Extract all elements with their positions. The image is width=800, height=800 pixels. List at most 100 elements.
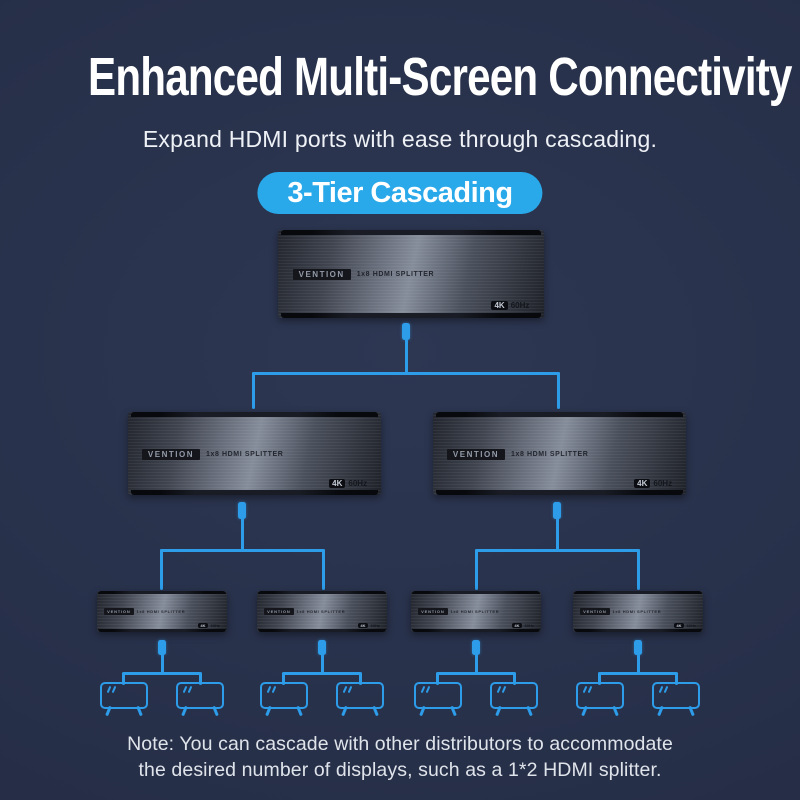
footnote: Note: You can cascade with other distrib… (0, 731, 800, 783)
device-bottom-edge (412, 629, 540, 632)
cable-line (405, 339, 408, 373)
cable-line (599, 672, 677, 675)
spec-badge: 4K 60Hz (491, 301, 530, 311)
screen-shine-icon (106, 686, 120, 695)
screen-shine-icon (658, 686, 672, 695)
cable-line (322, 549, 325, 590)
device-label-row: VENTION 1x8 HDMI SPLITTER (446, 448, 589, 460)
spec-badge: 4K 60Hz (329, 478, 368, 488)
monitor-icon (260, 682, 308, 717)
device-top-edge (412, 591, 540, 594)
spec-4k-label: 4K (674, 623, 684, 629)
device-label-row: VENTION 1x8 HDMI SPLITTER (418, 608, 500, 616)
monitor-leg (688, 705, 695, 717)
spec-hz-label: 60Hz (510, 301, 530, 311)
cable-line (557, 372, 560, 409)
hdmi-plug-icon (553, 502, 561, 519)
cable-line (359, 672, 362, 685)
hdmi-splitter-tier3-4: VENTION 1x8 HDMI SPLITTER 4K 60Hz (573, 591, 703, 632)
cable-line (252, 372, 255, 409)
cable-line (199, 672, 202, 685)
monitor-leg (105, 705, 112, 717)
device-bottom-edge (98, 629, 226, 632)
device-bottom-edge (130, 490, 379, 495)
device-label-row: VENTION 1x8 HDMI SPLITTER (264, 608, 346, 616)
model-label: 1x8 HDMI SPLITTER (612, 609, 662, 615)
monitor-icon (490, 682, 538, 717)
model-label: 1x8 HDMI SPLITTER (136, 609, 186, 615)
cable-line (637, 654, 640, 674)
monitor-leg (581, 705, 588, 717)
cable-line (475, 654, 478, 674)
monitor-leg (212, 705, 219, 717)
monitor-icon (100, 682, 148, 717)
monitor-leg (341, 705, 348, 717)
hdmi-splitter-tier3-2: VENTION 1x8 HDMI SPLITTER 4K 60Hz (257, 591, 387, 632)
monitor-leg (181, 705, 188, 717)
monitor-leg (136, 705, 143, 717)
monitor-icon (414, 682, 462, 717)
monitor-leg (526, 705, 533, 717)
device-top-edge (98, 591, 226, 594)
model-label: 1x8 HDMI SPLITTER (205, 450, 284, 458)
spec-4k-label: 4K (634, 478, 651, 488)
hdmi-splitter-tier3-3: VENTION 1x8 HDMI SPLITTER 4K 60Hz (411, 591, 541, 632)
hdmi-plug-icon (402, 323, 410, 340)
hdmi-plug-icon (238, 502, 246, 519)
cable-line (475, 549, 640, 552)
screen-shine-icon (496, 686, 510, 695)
monitor-icon (336, 682, 384, 717)
hdmi-splitter-tier1: VENTION 1x8 HDMI SPLITTER 4K 60Hz (278, 230, 544, 318)
hdmi-plug-icon (472, 640, 480, 655)
monitor-icon (176, 682, 224, 717)
page-subtitle: Expand HDMI ports with ease through casc… (142, 126, 658, 152)
device-bottom-edge (574, 629, 702, 632)
brand-logo: VENTION (264, 608, 294, 616)
device-top-edge (130, 412, 379, 417)
spec-hz-label: 60Hz (210, 623, 220, 629)
cable-line (598, 672, 601, 685)
monitor-leg (450, 705, 457, 717)
spec-badge: 4K 60Hz (674, 623, 696, 629)
monitor-icon (576, 682, 624, 717)
cable-line (436, 672, 439, 685)
cable-line (160, 549, 163, 590)
tier-badge: 3-Tier Cascading (257, 172, 543, 214)
spec-hz-label: 60Hz (686, 623, 696, 629)
monitor-leg (419, 705, 426, 717)
spec-badge: 4K 60Hz (512, 623, 534, 629)
footnote-line2: the desired number of displays, such as … (138, 759, 662, 781)
spec-hz-label: 60Hz (524, 623, 534, 629)
hdmi-splitter-tier2-left: VENTION 1x8 HDMI SPLITTER 4K 60Hz (128, 412, 381, 495)
spec-hz-label: 60Hz (653, 478, 673, 488)
cable-line (252, 372, 560, 375)
monitor-leg (657, 705, 664, 717)
device-top-edge (258, 591, 386, 594)
model-label: 1x8 HDMI SPLITTER (510, 450, 589, 458)
device-label-row: VENTION 1x8 HDMI SPLITTER (141, 448, 284, 460)
spec-badge: 4K 60Hz (358, 623, 380, 629)
hdmi-splitter-tier2-right: VENTION 1x8 HDMI SPLITTER 4K 60Hz (433, 412, 686, 495)
model-label: 1x8 HDMI SPLITTER (296, 609, 346, 615)
brand-logo: VENTION (141, 448, 200, 460)
cable-line (637, 549, 640, 590)
page-title: Enhanced Multi-Screen Connectivity (88, 47, 792, 107)
model-label: 1x8 HDMI SPLITTER (450, 609, 500, 615)
device-label-row: VENTION 1x8 HDMI SPLITTER (580, 608, 662, 616)
cable-line (675, 672, 678, 685)
cable-line (283, 672, 361, 675)
spec-badge: 4K 60Hz (198, 623, 220, 629)
spec-hz-label: 60Hz (348, 478, 368, 488)
spec-4k-label: 4K (491, 301, 508, 311)
screen-shine-icon (582, 686, 596, 695)
hdmi-plug-icon (158, 640, 166, 655)
spec-badge: 4K 60Hz (634, 478, 673, 488)
cable-line (160, 549, 325, 552)
device-label-row: VENTION 1x8 HDMI SPLITTER (292, 268, 435, 280)
spec-4k-label: 4K (512, 623, 522, 629)
device-bottom-edge (258, 629, 386, 632)
cable-line (475, 549, 478, 590)
device-top-edge (574, 591, 702, 594)
screen-shine-icon (266, 686, 280, 695)
screen-shine-icon (420, 686, 434, 695)
